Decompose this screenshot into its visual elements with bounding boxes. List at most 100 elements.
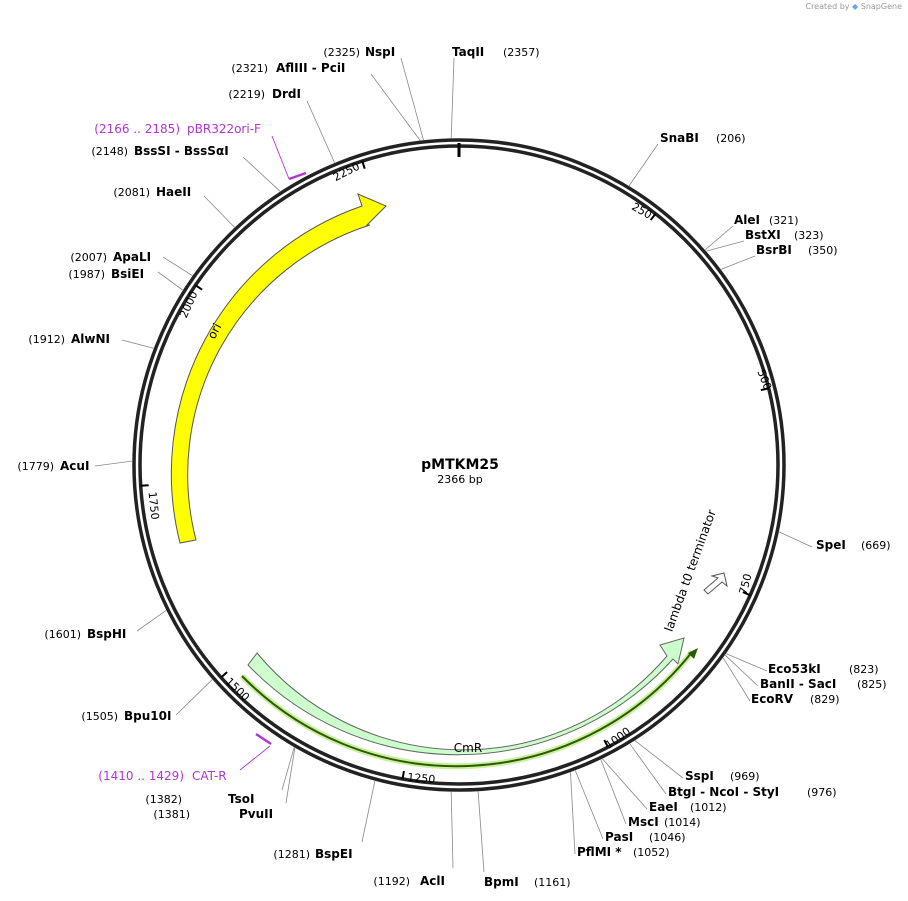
enzyme-position: (1046) (649, 831, 686, 844)
enzyme-position: (323) (794, 229, 824, 242)
enzyme-position: (1779) (17, 460, 54, 473)
enzyme-label[interactable]: (1381) PvuII (153, 807, 273, 821)
enzyme-leader (628, 143, 659, 186)
enzyme-label[interactable]: (2357)TaqII (452, 45, 540, 59)
enzyme-leader (175, 679, 213, 716)
backbone (132, 138, 786, 792)
orf-line (241, 651, 693, 768)
enzyme-leader (724, 654, 759, 687)
enzyme-label[interactable]: (2219)DrdI (228, 87, 301, 101)
primer-label[interactable]: (2166 .. 2185)pBR322ori-F (94, 122, 261, 136)
enzyme-position: (206) (716, 132, 746, 145)
primer-label[interactable]: (1410 .. 1429)CAT-R (98, 769, 226, 783)
enzyme-position: (2007) (70, 251, 107, 264)
enzyme-position: (1052) (633, 846, 670, 859)
enzyme-leader (704, 225, 734, 251)
enzyme-position: (1381) (153, 808, 190, 821)
enzyme-label[interactable]: (1779) AcuI (17, 459, 89, 473)
enzyme-label[interactable]: (829) EcoRV (751, 692, 840, 706)
primer-cat-r-bar[interactable] (255, 732, 272, 746)
enzyme-label[interactable]: (350)BsrBI (756, 243, 838, 257)
enzyme-position: (823) (849, 663, 879, 676)
enzyme-label[interactable]: (976) BtgI - NcoI - StyI (668, 785, 837, 799)
enzyme-label[interactable]: (669)SpeI (816, 538, 891, 552)
enzyme-leader (602, 758, 648, 810)
enzyme-leader (400, 57, 424, 141)
ori-feature[interactable] (170, 193, 387, 544)
enzyme-leader (720, 255, 756, 270)
enzyme-label[interactable]: (1052) PflMI * (577, 845, 670, 859)
enzyme-position: (969) (730, 770, 760, 783)
enzyme-label[interactable]: (1192)AclI (373, 874, 445, 888)
enzyme-name: Bpu10I (124, 709, 171, 723)
primer-pbr322ori-f-bar[interactable] (288, 171, 307, 181)
enzyme-leader (162, 256, 193, 277)
enzyme-label[interactable]: (1382)TsoI (145, 792, 254, 806)
ruler-tick (140, 484, 149, 487)
enzyme-name: AcuI (60, 459, 89, 473)
ruler-tick (194, 284, 203, 291)
ruler-tick (361, 160, 366, 169)
enzyme-label[interactable]: (1014)MscI (628, 815, 701, 829)
enzyme-leader (778, 531, 813, 548)
enzyme-position: (1987) (68, 268, 105, 281)
enzyme-name: DrdI (272, 87, 301, 101)
enzyme-position: (976) (807, 786, 837, 799)
ruler-tick-label: 1750 (146, 491, 162, 520)
enzyme-leader (574, 770, 604, 840)
snapgene-logo-icon: ◆ (852, 2, 859, 11)
enzyme-name: PflMI * (577, 845, 622, 859)
enzyme-name: MscI (628, 815, 659, 829)
enzyme-position: (321) (769, 214, 799, 227)
ruler-tick (220, 671, 228, 679)
enzyme-leader (203, 195, 235, 228)
enzyme-name: EcoRV (751, 692, 794, 706)
ruler-tick (401, 770, 405, 780)
terminator-feature[interactable] (703, 572, 728, 595)
enzyme-label[interactable]: (1912)AlwNI (28, 332, 110, 346)
enzyme-label[interactable]: (1046) PasI (605, 830, 686, 844)
enzyme-position: (2148) (91, 145, 128, 158)
enzyme-name: HaeII (156, 185, 191, 199)
enzyme-name: PasI (605, 830, 633, 844)
enzyme-label[interactable]: (2321)AflIII - PciI (231, 61, 345, 75)
enzyme-position: (2325) (323, 46, 360, 59)
enzyme-label[interactable]: (825)BanII - SacI (760, 677, 887, 691)
enzyme-label[interactable]: (206)SnaBI (660, 131, 746, 145)
enzyme-label[interactable]: (1601)BspHI (44, 627, 126, 641)
enzyme-label[interactable]: (969)SspI (685, 769, 760, 783)
enzyme-label[interactable]: (2007) ApaLI (70, 250, 151, 264)
enzyme-name: ApaLI (113, 250, 151, 264)
enzyme-leader (450, 57, 455, 139)
enzyme-leader (285, 747, 296, 804)
enzyme-name: AleI (734, 213, 760, 227)
enzyme-name: PvuII (239, 807, 273, 821)
enzyme-label[interactable]: (1505)Bpu10I (81, 709, 171, 723)
enzyme-label[interactable]: (2148)BssSI - BssSαI (91, 144, 228, 158)
cmr-feature[interactable] (247, 637, 685, 756)
enzyme-label[interactable]: (2081)HaeII (113, 185, 191, 199)
enzyme-label[interactable]: (823)Eco53kI (768, 662, 879, 676)
enzyme-position: (1601) (44, 628, 81, 641)
ruler-tick (603, 739, 609, 748)
enzyme-leader (94, 460, 133, 467)
enzyme-label[interactable]: (1012)EaeI (649, 800, 727, 814)
enzyme-label[interactable]: (321) AleI (734, 213, 799, 227)
enzyme-name: BtgI - NcoI - StyI (668, 785, 779, 799)
enzyme-leader (722, 657, 751, 702)
terminator-label: lambda t0 terminator (662, 508, 719, 634)
enzyme-name: EaeI (649, 800, 678, 814)
plasmid-length: 2366 bp (437, 473, 482, 486)
primer-range: (1410 .. 1429) (98, 769, 184, 783)
ruler-tick (649, 213, 657, 221)
enzyme-label[interactable]: (323)BstXI (745, 228, 824, 242)
enzyme-position: (2357) (503, 46, 540, 59)
ruler-tick-label: 1250 (407, 771, 436, 786)
enzyme-label[interactable]: (2325)NspI (323, 45, 395, 59)
enzyme-label[interactable]: (1987)BsiEI (68, 267, 144, 281)
enzyme-label[interactable]: (1161)BpmI (484, 875, 571, 889)
orf-arrow (688, 648, 698, 659)
enzyme-label[interactable]: (1281)BspEI (273, 847, 352, 861)
enzyme-position: (829) (810, 693, 840, 706)
